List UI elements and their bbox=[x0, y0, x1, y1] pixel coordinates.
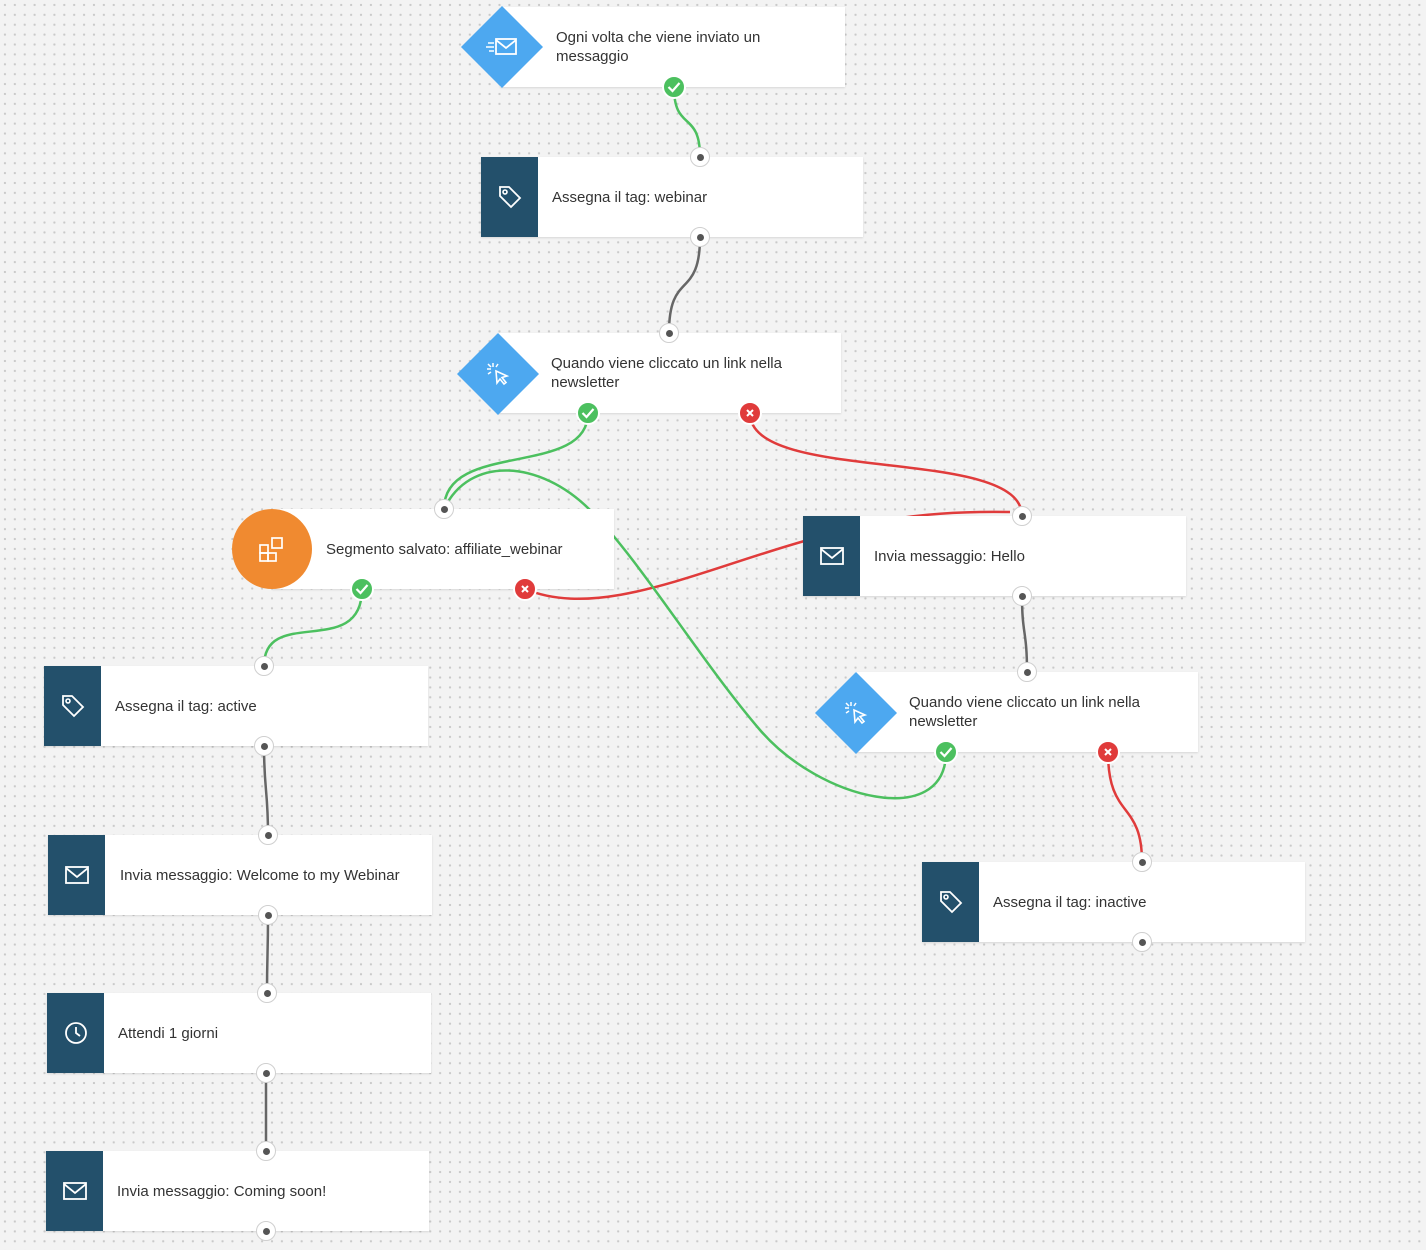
input-port[interactable] bbox=[257, 983, 277, 1003]
connection bbox=[262, 745, 270, 836]
node-label: Assegna il tag: webinar bbox=[552, 188, 708, 206]
yes-output-check-icon[interactable] bbox=[934, 740, 958, 764]
input-port[interactable] bbox=[258, 825, 278, 845]
segment-icon bbox=[232, 509, 312, 589]
yes-output-check-icon[interactable] bbox=[662, 75, 686, 99]
node-label: Invia messaggio: Hello bbox=[874, 547, 1025, 565]
input-port[interactable] bbox=[1132, 852, 1152, 872]
connection-no bbox=[748, 412, 1024, 517]
mail-icon bbox=[803, 516, 860, 596]
link-click-node-1[interactable]: Quando viene cliccato un link nella news… bbox=[497, 333, 841, 413]
send-mail-icon bbox=[482, 27, 522, 67]
cursor-click-icon bbox=[836, 693, 876, 733]
output-port[interactable] bbox=[258, 905, 278, 925]
connection bbox=[265, 914, 270, 994]
node-label: Quando viene cliccato un link nella news… bbox=[551, 355, 782, 391]
tag-icon bbox=[922, 862, 979, 942]
connection-yes bbox=[262, 588, 364, 667]
send-welcome-node[interactable]: Invia messaggio: Welcome to my Webinar bbox=[48, 835, 432, 915]
input-port[interactable] bbox=[256, 1141, 276, 1161]
mail-icon bbox=[48, 835, 105, 915]
node-label: Attendi 1 giorni bbox=[118, 1024, 219, 1042]
wait-node[interactable]: Attendi 1 giorni bbox=[47, 993, 431, 1073]
trigger-message-sent-node[interactable]: Ogni volta che viene inviato un messaggi… bbox=[500, 7, 845, 87]
node-label: Quando viene cliccato un link nella news… bbox=[909, 694, 1140, 730]
yes-output-check-icon[interactable] bbox=[576, 401, 600, 425]
node-label: Invia messaggio: Welcome to my Webinar bbox=[120, 866, 400, 884]
clock-icon bbox=[47, 993, 104, 1073]
output-port[interactable] bbox=[254, 736, 274, 756]
connection-yes bbox=[442, 412, 590, 510]
node-label: Invia messaggio: Coming soon! bbox=[117, 1182, 327, 1200]
node-label: Assegna il tag: inactive bbox=[993, 893, 1147, 911]
connection-no bbox=[1106, 751, 1144, 863]
output-port[interactable] bbox=[1132, 932, 1152, 952]
no-output-x-icon[interactable] bbox=[513, 577, 537, 601]
input-port[interactable] bbox=[1017, 662, 1037, 682]
connection-yes bbox=[442, 469, 948, 800]
connection-yes bbox=[672, 86, 702, 158]
tag-icon bbox=[481, 157, 538, 237]
yes-output-check-icon[interactable] bbox=[350, 577, 374, 601]
tag-webinar-node[interactable]: Assegna il tag: webinar bbox=[481, 157, 863, 237]
input-port[interactable] bbox=[434, 499, 454, 519]
input-port[interactable] bbox=[659, 323, 679, 343]
tag-inactive-node[interactable]: Assegna il tag: inactive bbox=[922, 862, 1305, 942]
input-port[interactable] bbox=[690, 147, 710, 167]
node-label: Assegna il tag: active bbox=[115, 697, 257, 715]
link-click-node-2[interactable]: Quando viene cliccato un link nella news… bbox=[855, 672, 1198, 752]
send-hello-node[interactable]: Invia messaggio: Hello bbox=[803, 516, 1186, 596]
output-port[interactable] bbox=[1012, 586, 1032, 606]
segment-node[interactable]: Segmento salvato: affiliate_webinar bbox=[272, 509, 614, 589]
no-output-x-icon[interactable] bbox=[1096, 740, 1120, 764]
send-coming-soon-node[interactable]: Invia messaggio: Coming soon! bbox=[46, 1151, 429, 1231]
output-port[interactable] bbox=[256, 1221, 276, 1241]
cursor-click-icon bbox=[478, 354, 518, 394]
output-port[interactable] bbox=[690, 227, 710, 247]
input-port[interactable] bbox=[1012, 506, 1032, 526]
output-port[interactable] bbox=[256, 1063, 276, 1083]
node-label: Ogni volta che viene inviato un messaggi… bbox=[556, 29, 761, 65]
tag-icon bbox=[44, 666, 101, 746]
connection bbox=[1020, 595, 1029, 673]
input-port[interactable] bbox=[254, 656, 274, 676]
tag-active-node[interactable]: Assegna il tag: active bbox=[44, 666, 428, 746]
no-output-x-icon[interactable] bbox=[738, 401, 762, 425]
mail-icon bbox=[46, 1151, 103, 1231]
connection bbox=[667, 236, 702, 334]
node-label: Segmento salvato: affiliate_webinar bbox=[326, 540, 563, 558]
